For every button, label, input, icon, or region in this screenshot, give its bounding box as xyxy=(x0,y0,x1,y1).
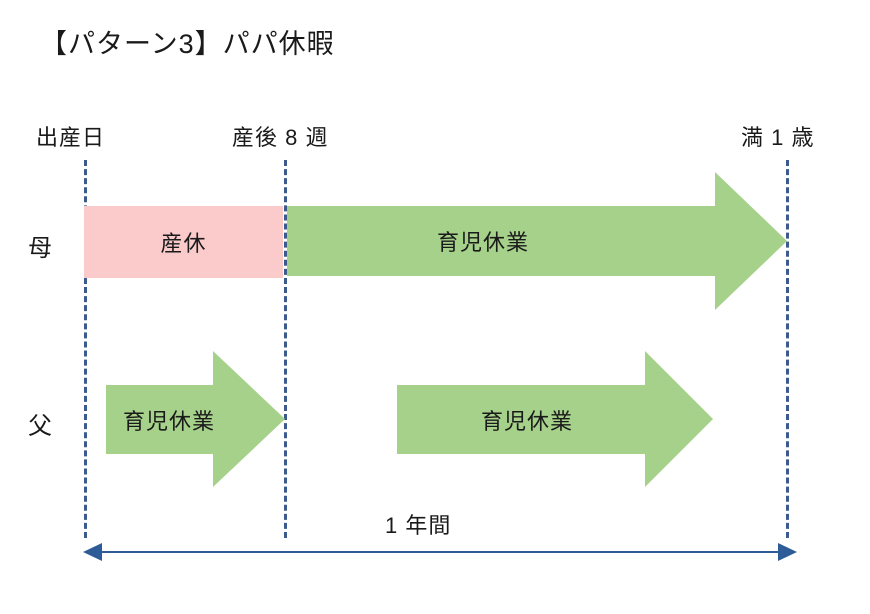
duration-double-arrow xyxy=(83,543,797,561)
milestone-line-week8 xyxy=(284,160,287,538)
milestone-line-birth xyxy=(84,160,87,538)
milestone-label-year1: 満 1 歳 xyxy=(741,125,815,150)
milestone-label-week8: 産後 8 週 xyxy=(232,125,329,150)
segment-father-childcare-leave-2: 育児休業 xyxy=(397,351,713,488)
row-label-father: 父 xyxy=(28,413,53,440)
segment-label-mother-maternity-leave: 産休 xyxy=(160,231,207,256)
row-label-mother: 母 xyxy=(28,235,53,262)
right-arrow-icon xyxy=(287,172,787,310)
segment-father-childcare-leave-1: 育児休業 xyxy=(106,351,285,488)
right-arrow-icon xyxy=(106,351,285,487)
duration-label: 1 年間 xyxy=(385,513,452,538)
segment-mother-maternity-leave: 産休 xyxy=(84,206,283,278)
segment-mother-childcare-leave: 育児休業 xyxy=(287,172,787,310)
milestone-line-year1 xyxy=(786,160,789,538)
milestone-label-birth: 出産日 xyxy=(36,125,106,150)
right-arrow-icon xyxy=(397,351,713,487)
page-title: 【パターン3】パパ休暇 xyxy=(40,29,335,59)
